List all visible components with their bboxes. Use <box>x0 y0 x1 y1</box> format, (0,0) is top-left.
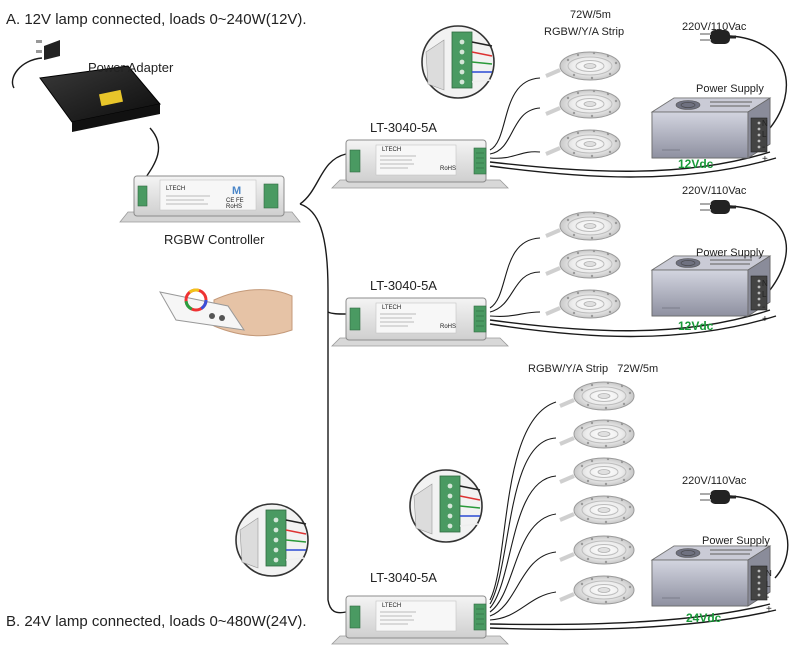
psu-middle-terminal-l: L <box>762 290 767 299</box>
output-bottom-voltage: 24Vdc <box>686 611 722 625</box>
strip-reel <box>558 533 636 566</box>
psu-top-terminal-n: N <box>762 119 768 128</box>
strip-reel <box>558 417 636 450</box>
psu-bottom-terminal-plus: + <box>766 604 772 615</box>
strip-reel <box>558 573 636 606</box>
amplifier-bottom <box>331 595 509 645</box>
amplifier-middle <box>331 297 509 347</box>
power-supply-bottom-label: Power Supply <box>702 535 770 547</box>
output-middle-voltage: 12Vdc <box>678 319 714 333</box>
terminal-zoom-bottom-left <box>235 503 309 577</box>
strip-top-type: RGBW/Y/A Strip <box>544 26 624 38</box>
psu-bottom-terminal-n: N <box>766 569 772 578</box>
amplifier-bottom-label: LT-3040-5A <box>370 570 437 585</box>
power-supply-middle-label: Power Supply <box>696 247 764 259</box>
strip-reel <box>558 493 636 526</box>
strip-reel <box>544 87 622 120</box>
amplifier-top-brand: LTECH <box>382 147 401 153</box>
terminal-zoom-top <box>421 25 495 99</box>
power-supply-top-label: Power Supply <box>696 83 764 95</box>
psu-middle-terminal-n: N <box>762 279 768 288</box>
ac-input-middle: 220V/110Vac <box>682 185 747 197</box>
psu-middle-terminal-minus: - <box>762 302 765 313</box>
strip-bottom-label: RGBW/Y/A Strip 72W/5m <box>528 363 658 375</box>
controller-rohs-mark: RoHS <box>226 204 242 210</box>
strip-reel <box>544 209 622 242</box>
controller-mark: M <box>232 185 241 197</box>
psu-top-terminal-minus: - <box>762 142 765 153</box>
amplifier-bottom-brand: LTECH <box>382 603 401 609</box>
wiring <box>11 35 789 631</box>
psu-top-terminal-plus: + <box>762 154 768 165</box>
output-top-voltage: 12Vdc <box>678 157 714 171</box>
remote-control <box>159 288 293 337</box>
amplifier-top-label: LT-3040-5A <box>370 120 437 135</box>
psu-bottom-terminal-l: L <box>766 580 771 589</box>
strip-reel <box>558 455 636 488</box>
rgbw-controller: LTECH M CE FE RoHS <box>119 175 301 223</box>
amplifier-top <box>331 139 509 189</box>
title-b: B. 24V lamp connected, loads 0~480W(24V)… <box>6 613 307 630</box>
amplifier-middle-brand: LTECH <box>382 305 401 311</box>
strip-reel <box>544 127 622 160</box>
ac-plug-middle <box>698 198 738 216</box>
controller-brand: LTECH <box>166 186 185 192</box>
controller-ce-mark: CE FE <box>226 198 244 204</box>
power-adapter <box>36 40 161 132</box>
psu-bottom-terminal-minus: - <box>766 592 769 603</box>
ac-input-top: 220V/110Vac <box>682 21 747 33</box>
strip-reel <box>544 49 622 82</box>
power-supply-middle <box>651 255 771 317</box>
amplifier-middle-label: LT-3040-5A <box>370 278 437 293</box>
strip-reel <box>544 287 622 320</box>
title-a: A. 12V lamp connected, loads 0~240W(12V)… <box>6 11 307 28</box>
psu-middle-terminal-plus: + <box>762 314 768 325</box>
power-supply-top <box>651 97 771 159</box>
terminal-zoom-bottom-right <box>409 469 483 543</box>
strip-reel <box>544 247 622 280</box>
strip-reel <box>558 379 636 412</box>
ac-plug-bottom <box>698 488 738 506</box>
rgbw-controller-label: RGBW Controller <box>164 232 265 247</box>
amplifier-middle-rohs-mark: RoHS <box>440 324 456 330</box>
ac-input-bottom: 220V/110Vac <box>682 475 747 487</box>
power-supply-bottom <box>651 545 771 607</box>
strip-top-rating: 72W/5m <box>570 9 611 21</box>
power-adapter-label: Power Adapter <box>88 60 174 75</box>
amplifier-top-rohs-mark: RoHS <box>440 166 456 172</box>
psu-top-terminal-l: L <box>762 130 767 139</box>
